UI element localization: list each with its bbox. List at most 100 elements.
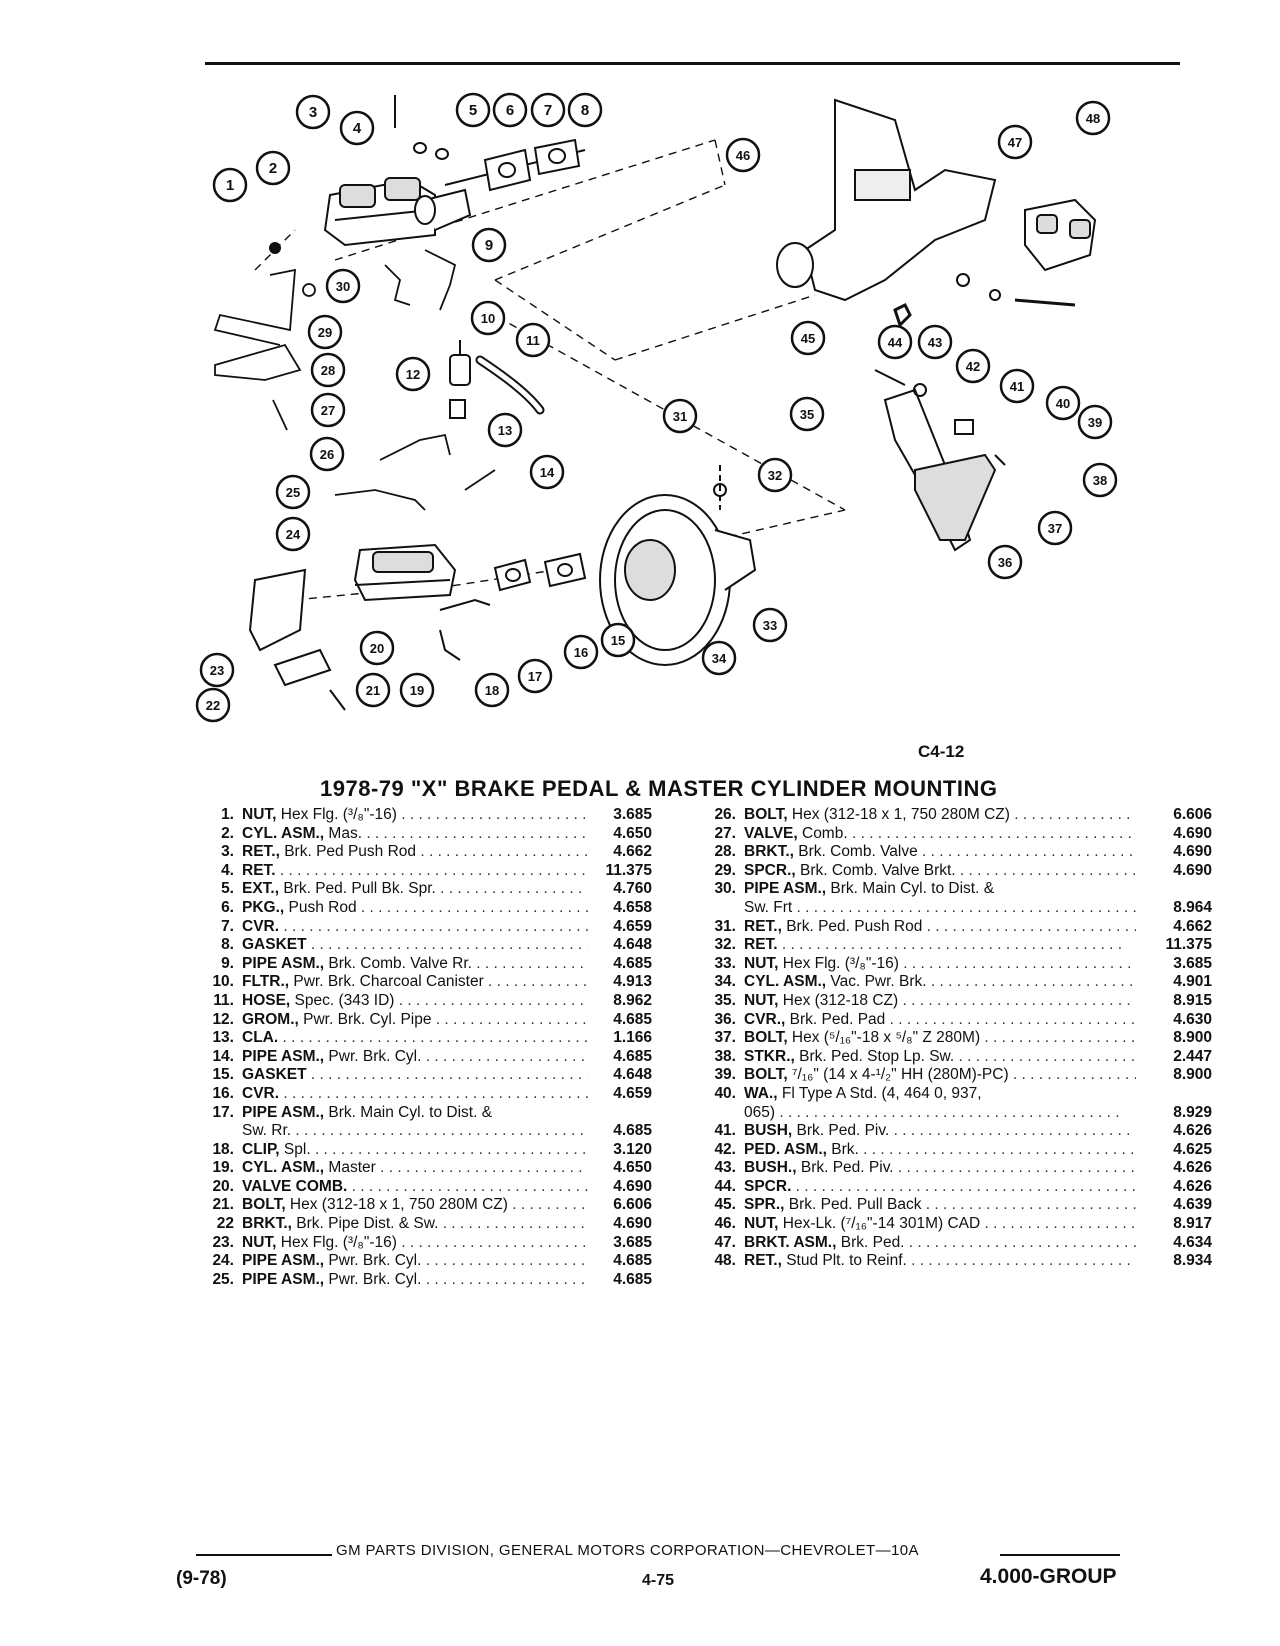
item-name: BUSH, bbox=[744, 1122, 793, 1140]
callout-25: 25 bbox=[275, 474, 311, 510]
dot-leader: . . . . . . . . . . . . . . . . . . . . … bbox=[275, 861, 588, 879]
item-number: 16. bbox=[212, 1084, 234, 1102]
push-rod-gaskets bbox=[269, 95, 586, 254]
item-name: FLTR., bbox=[242, 973, 290, 991]
item-name: GASKET bbox=[242, 936, 307, 954]
item-detail: Pwr. Brk. Cyl. bbox=[324, 1047, 422, 1065]
callout-20: 20 bbox=[359, 630, 395, 666]
parts-row: 9.PIPE ASM., Brk. Comb. Valve Rr. . . . … bbox=[190, 955, 652, 974]
item-detail: Spl. bbox=[279, 1140, 311, 1158]
callout-19: 19 bbox=[399, 672, 435, 708]
dot-leader: . . . . . . . . . . . . . . . . . . . . … bbox=[283, 1084, 588, 1102]
dot-leader: . . . . . . . . . . . . . . . . . . . . … bbox=[401, 806, 588, 823]
upper-master-cylinder bbox=[323, 177, 472, 247]
part-group-number: 8.962 bbox=[613, 991, 652, 1009]
item-name: BOLT, bbox=[744, 1066, 788, 1084]
callout-6: 6 bbox=[492, 92, 528, 128]
item-detail: Brk. Ped. Pad bbox=[785, 1010, 886, 1028]
part-group-number: 4.658 bbox=[613, 898, 652, 916]
item-description: BOLT, ⁷/₁₆" (14 x 4-¹/₂" HH (280M)-PC) .… bbox=[744, 1066, 1136, 1085]
item-detail: Brk. Main Cyl. to Dist. & bbox=[324, 1103, 493, 1121]
item-number: 20. bbox=[212, 1177, 234, 1195]
item-description: GASKET . . . . . . . . . . . . . . . . .… bbox=[242, 1066, 588, 1085]
dot-leader: . . . . . . . . . . . . . . . . . . . . … bbox=[283, 917, 588, 935]
part-group-number: 4.690 bbox=[1173, 824, 1212, 842]
dot-leader: . . . . . . . . . . . . . . . . . . . . … bbox=[351, 1177, 588, 1195]
item-description: SPCR. . . . . . . . . . . . . . . . . . … bbox=[744, 1178, 1136, 1197]
parts-list-left: 1.NUT, Hex Flg. (³/₈"-16) . . . . . . . … bbox=[190, 806, 652, 1289]
part-group-number: 8.915 bbox=[1173, 991, 1212, 1009]
item-description: PIPE ASM., Pwr. Brk. Cyl. . . . . . . . … bbox=[242, 1048, 588, 1067]
part-group-number: 11.375 bbox=[1165, 936, 1212, 954]
dot-leader: . . . . . . . . . . . . . . . . . . . . … bbox=[925, 1196, 1136, 1214]
item-description: RET. . . . . . . . . . . . . . . . . . .… bbox=[744, 936, 1136, 955]
item-number: 5. bbox=[221, 880, 234, 898]
parts-row: 12.GROM., Pwr. Brk. Cyl. Pipe . . . . . … bbox=[190, 1011, 652, 1030]
dot-leader: . . . . . . . . . . . . . . . . . . . . … bbox=[926, 917, 1136, 935]
item-description: BRKT., Brk. Pipe Dist. & Sw. . . . . . .… bbox=[242, 1215, 588, 1234]
publisher-line: GM PARTS DIVISION, GENERAL MOTORS CORPOR… bbox=[336, 1542, 919, 1559]
group-number: 4.000-GROUP bbox=[980, 1565, 1117, 1588]
svg-text:15: 15 bbox=[611, 633, 625, 648]
item-name: PIPE ASM., bbox=[242, 1047, 325, 1065]
part-group-number: 8.929 bbox=[1173, 1103, 1212, 1121]
part-group-number: 4.659 bbox=[613, 1084, 652, 1102]
item-description: SPCR., Brk. Comb. Valve Brkt. . . . . . … bbox=[744, 862, 1136, 881]
part-group-number: 4.685 bbox=[613, 1270, 652, 1288]
callout-8: 8 bbox=[567, 92, 603, 128]
item-number: 26. bbox=[714, 806, 736, 823]
item-number: 15. bbox=[212, 1066, 234, 1084]
callout-15: 15 bbox=[600, 622, 636, 658]
item-detail: Sw. Frt bbox=[744, 898, 793, 916]
parts-row: 13.CLA. . . . . . . . . . . . . . . . . … bbox=[190, 1029, 652, 1048]
callout-31: 31 bbox=[662, 398, 698, 434]
item-detail: Comb. bbox=[797, 824, 848, 842]
item-name: BOLT, bbox=[744, 806, 788, 823]
svg-text:9: 9 bbox=[485, 237, 493, 254]
item-number: 18. bbox=[212, 1140, 234, 1158]
item-description-continued: 065) . . . . . . . . . . . . . . . . . .… bbox=[744, 1104, 1136, 1123]
callout-36: 36 bbox=[987, 544, 1023, 580]
item-detail: Stud Plt. to Reinf. bbox=[781, 1252, 907, 1270]
dot-leader: . . . . . . . . . . . . . . . . . . . . … bbox=[984, 1029, 1136, 1047]
parts-row: 38.STKR., Brk. Ped. Stop Lp. Sw. . . . .… bbox=[692, 1048, 1212, 1067]
item-name: GASKET bbox=[242, 1066, 307, 1084]
item-name: PIPE ASM., bbox=[242, 1270, 325, 1288]
dot-leader: . . . . . . . . . . . . . . . . . . . . … bbox=[863, 1140, 1136, 1158]
item-description: NUT, Hex Flg. (³/₈"-16) . . . . . . . . … bbox=[242, 1234, 588, 1253]
callout-14: 14 bbox=[529, 454, 565, 490]
item-description: PIPE ASM., Pwr. Brk. Cyl. . . . . . . . … bbox=[242, 1252, 588, 1271]
svg-text:45: 45 bbox=[801, 331, 815, 346]
item-detail: Push Rod bbox=[284, 898, 357, 916]
item-detail: Brk. Pipe Dist. & Sw. bbox=[291, 1215, 439, 1233]
item-description: NUT, Hex (312-18 CZ) . . . . . . . . . .… bbox=[744, 992, 1136, 1011]
item-number: 22 bbox=[216, 1215, 234, 1233]
item-description: WA., Fl Type A Std. (4, 464 0, 937, bbox=[744, 1085, 1136, 1104]
item-detail: Brk. Ped Push Rod bbox=[279, 843, 417, 861]
dot-leader: . . . . . . . . . . . . . . . . . . . . … bbox=[1014, 806, 1136, 823]
item-name: RET. bbox=[744, 936, 778, 954]
item-number: 14. bbox=[212, 1047, 234, 1065]
parts-row: 45.SPR., Brk. Ped. Pull Back . . . . . .… bbox=[692, 1196, 1212, 1215]
item-description: BUSH., Brk. Ped. Piv. . . . . . . . . . … bbox=[744, 1159, 1136, 1178]
parts-row-continued: Sw. Rr. . . . . . . . . . . . . . . . . … bbox=[190, 1122, 652, 1141]
parts-row: 33.NUT, Hex Flg. (³/₈"-16) . . . . . . .… bbox=[692, 955, 1212, 974]
exploded-parts-diagram: 1234567891011121314151617181920212223242… bbox=[195, 92, 1118, 723]
item-number: 44. bbox=[714, 1177, 736, 1195]
item-number: 12. bbox=[212, 1010, 234, 1028]
parts-row: 21.BOLT, Hex (312-18 x 1, 750 280M CZ) .… bbox=[190, 1196, 652, 1215]
part-group-number: 4.690 bbox=[1173, 861, 1212, 879]
item-number: 21. bbox=[212, 1196, 234, 1214]
dot-leader: . . . . . . . . . . . . . . . . . . . . … bbox=[851, 824, 1136, 842]
parts-row: 15. GASKET . . . . . . . . . . . . . . . … bbox=[190, 1066, 652, 1085]
item-detail: Fl Type A Std. (4, 464 0, 937, bbox=[777, 1084, 982, 1102]
page-number: 4-75 bbox=[642, 1572, 675, 1589]
svg-text:16: 16 bbox=[574, 645, 588, 660]
svg-text:1: 1 bbox=[226, 177, 234, 194]
part-group-number: 3.685 bbox=[613, 806, 652, 823]
item-detail: Hex (⁵/₁₆"-18 x ⁵/₈" Z 280M) bbox=[787, 1029, 981, 1047]
dot-leader: . . . . . . . . . . . . . . . . . . . . … bbox=[314, 1140, 588, 1158]
item-description: RET., Brk. Ped Push Rod . . . . . . . . … bbox=[242, 843, 588, 862]
item-name: CLIP, bbox=[242, 1140, 280, 1158]
